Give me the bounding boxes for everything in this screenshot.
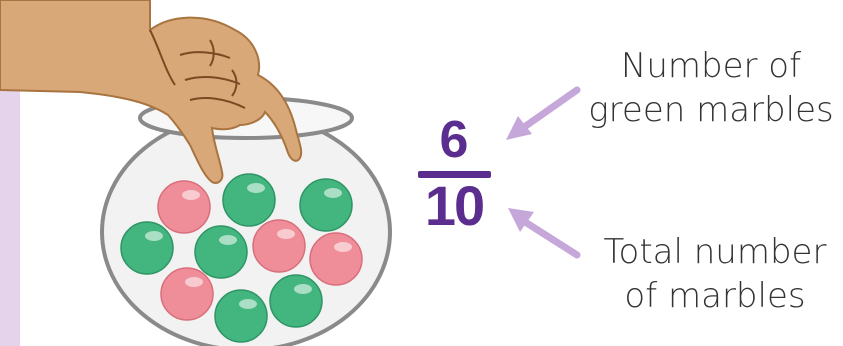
green-marble (222, 173, 276, 227)
denominator-label-line1: Total number (603, 232, 827, 272)
fraction-denominator: 10 (424, 174, 485, 237)
numerator-label-line1: Number of (620, 46, 802, 86)
marble-highlight (324, 188, 342, 198)
green-marble (214, 289, 268, 343)
fraction-bar (418, 171, 491, 178)
arrow-to-numerator-icon (506, 86, 581, 140)
marble-highlight (239, 299, 257, 309)
hand-icon (0, 0, 303, 184)
marble-highlight (277, 229, 295, 239)
green-marble (120, 221, 174, 275)
pink-marble (157, 180, 211, 234)
pink-marble (252, 219, 306, 273)
green-marble (194, 225, 248, 279)
marbles-group (120, 173, 363, 343)
numerator-label: Number of green marbles (580, 44, 842, 132)
marble-highlight (294, 284, 312, 294)
arrow-to-denominator-icon (508, 208, 581, 259)
denominator-label-line2: of marbles (624, 276, 806, 316)
fraction-numerator: 6 (439, 111, 469, 169)
marble-highlight (334, 242, 352, 252)
denominator-label: Total number of marbles (590, 230, 840, 318)
numerator-label-line2: green marbles (588, 90, 834, 130)
marble-highlight (247, 183, 265, 193)
pink-marble (160, 267, 214, 321)
pink-marble (309, 232, 363, 286)
green-marble (269, 274, 323, 328)
marble-highlight (182, 190, 200, 200)
marble-highlight (219, 235, 237, 245)
marble-highlight (185, 277, 203, 287)
green-marble (299, 178, 353, 232)
marble-highlight (145, 231, 163, 241)
